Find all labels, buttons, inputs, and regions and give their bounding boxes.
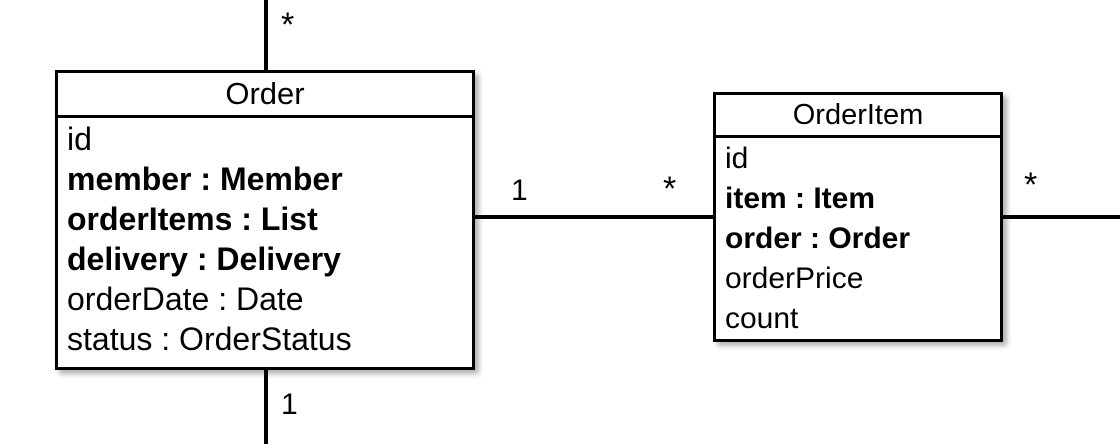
uml-class-order[interactable]: Order id member : Member orderItems : Li… — [55, 70, 475, 370]
uml-attribute: orderItems : List — [67, 201, 318, 237]
association-line-order-bottom — [264, 368, 268, 444]
association-line-order-orderitem — [473, 215, 715, 219]
uml-attribute: orderPrice — [725, 262, 864, 295]
uml-attribute: id — [67, 121, 92, 157]
uml-attribute: member : Member — [67, 161, 343, 197]
uml-attribute: orderDate : Date — [67, 281, 304, 317]
uml-class-orderitem[interactable]: OrderItem id item : Item order : Order o… — [713, 92, 1003, 342]
uml-class-order-attributes: id member : Member orderItems : List del… — [58, 118, 472, 359]
uml-class-order-title: Order — [58, 73, 472, 118]
multiplicity-order-bottom: 1 — [281, 388, 298, 421]
multiplicity-order-right: 1 — [511, 174, 528, 207]
uml-class-orderitem-title: OrderItem — [716, 95, 1000, 138]
uml-attribute: item : Item — [725, 182, 876, 215]
uml-attribute: count — [725, 302, 799, 335]
uml-attribute: delivery : Delivery — [67, 241, 341, 277]
multiplicity-order-top: * — [281, 6, 295, 44]
multiplicity-orderitem-right: * — [1024, 166, 1038, 204]
uml-attribute: order : Order — [725, 222, 911, 255]
uml-attribute: status : OrderStatus — [67, 321, 352, 357]
multiplicity-orderitem-left: * — [663, 170, 677, 208]
association-line-order-top — [264, 0, 268, 72]
association-line-orderitem-right — [1001, 215, 1120, 219]
uml-class-orderitem-attributes: id item : Item order : Order orderPrice … — [716, 138, 1000, 339]
uml-attribute: id — [725, 142, 749, 175]
